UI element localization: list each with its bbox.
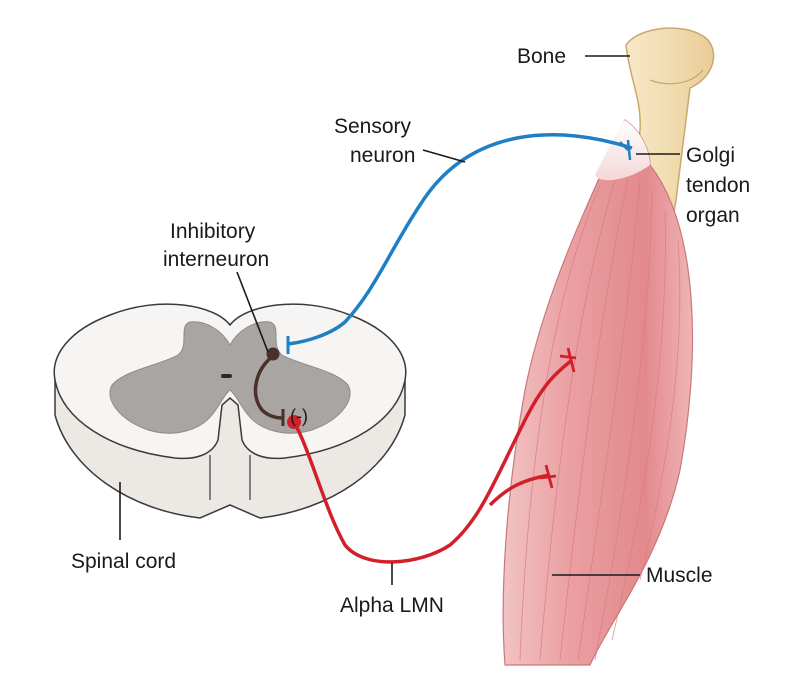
- sensory-neuron-label: Sensory neuron: [334, 115, 417, 167]
- inhibitory-sign-label: (-): [290, 406, 308, 426]
- sensory-neuron: [286, 132, 633, 354]
- muscle-label: Muscle: [646, 564, 713, 587]
- interneuron-leader: [236, 271, 269, 353]
- golgi-label-line-2: tendon: [686, 174, 750, 197]
- spinal-cord-label: Spinal cord: [71, 550, 176, 573]
- inhibitory-interneuron-label: Inhibitory interneuron: [163, 220, 269, 271]
- bone-label: Bone: [517, 45, 566, 68]
- interneuron-label-line-1: Inhibitory: [170, 220, 256, 243]
- golgi-tendon-organ-label: Golgi tendon organ: [686, 144, 756, 227]
- sensory-neuron-label-line-1: Sensory: [334, 115, 412, 138]
- sensory-neuron-label-line-2: neuron: [350, 144, 415, 167]
- inhibitory-interneuron: [253, 347, 285, 426]
- muscle: [502, 119, 694, 666]
- spinal-cord: [53, 303, 407, 519]
- golgi-label-line-3: organ: [686, 204, 740, 227]
- golgi-label-line-1: Golgi: [686, 144, 735, 167]
- alpha-lmn: [287, 347, 577, 564]
- sensory-neuron-leader: [422, 149, 466, 163]
- alpha-lmn-label: Alpha LMN: [340, 594, 444, 617]
- interneuron-label-line-2: interneuron: [163, 248, 269, 271]
